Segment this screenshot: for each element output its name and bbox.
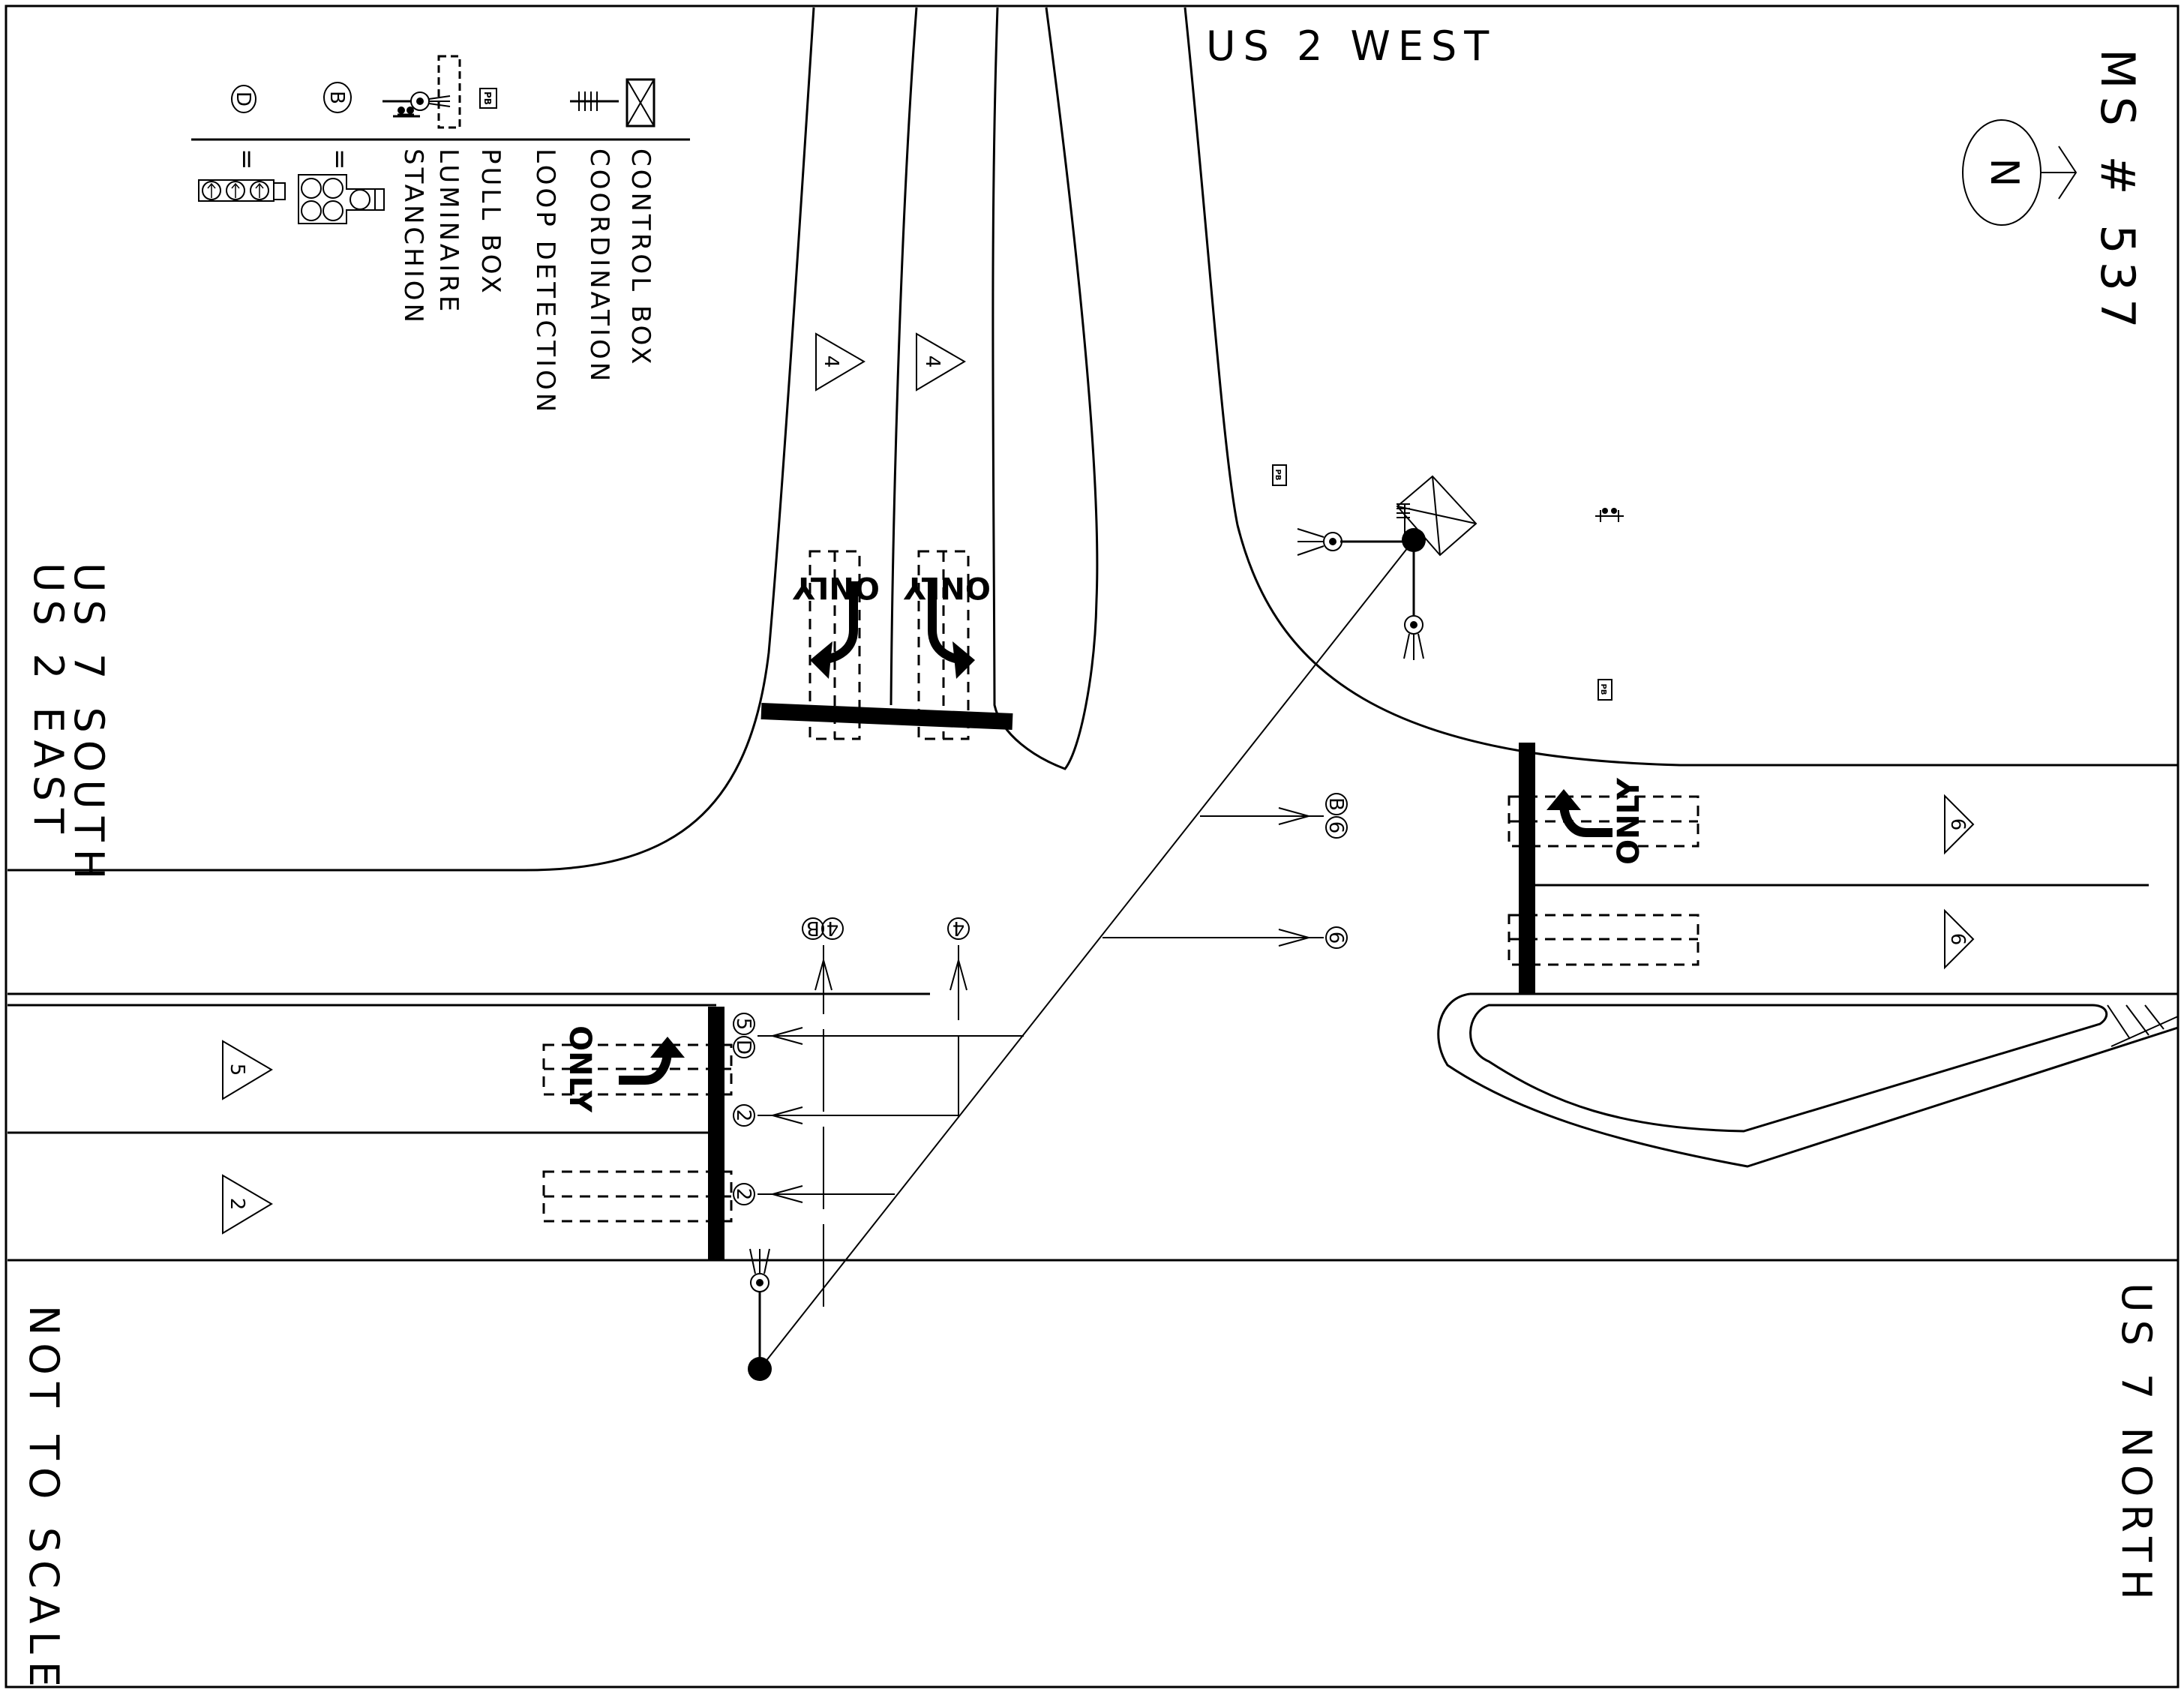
signal-head-label: 2 (732, 1188, 754, 1201)
svg-text:5: 5 (226, 1064, 248, 1076)
legend: PB B D (191, 55, 690, 415)
signal-pole-ne (1402, 528, 1426, 552)
signal-head-d-icon: D (231, 85, 256, 113)
pull-box-icon: PB (479, 88, 497, 109)
svg-text:PB: PB (1274, 470, 1282, 481)
signal-head-label: 6 (1324, 821, 1347, 834)
signal-head-label: D (732, 1040, 754, 1055)
signal-head-label: 4 (826, 917, 839, 939)
svg-text:N: N (1982, 158, 2026, 188)
loop-detection-icon (437, 55, 461, 129)
only-markings: ONLY ONLY ONLY ONLY (562, 570, 1646, 1113)
only-marking-south-right: ONLY (903, 570, 991, 605)
only-marking-south-left: ONLY (792, 570, 880, 605)
legend-label-pull-box: PULL BOX (476, 149, 506, 296)
signal-head-label: B (1324, 797, 1347, 811)
north-arrow-icon: N (1962, 119, 2078, 226)
only-marking-east: ONLY (1612, 777, 1646, 865)
signal-heads-north-facing: 4 B 4 (802, 917, 970, 991)
phase-triangles: 4 4 5 2 6 6 (222, 332, 1975, 1235)
svg-text:6: 6 (1946, 818, 1969, 831)
loop-detectors (542, 550, 1700, 1223)
legend-label-d-equals: = (232, 149, 262, 173)
road-label-us2-east: US 2 EAST (25, 563, 72, 841)
legend-label-loop-detection: LOOP DETECTION (530, 149, 560, 415)
roadway-edges (8, 7, 2179, 1262)
signal-head-label: 2 (732, 1109, 754, 1122)
stanchion-symbol (398, 107, 414, 116)
signal-head-label: 4 (952, 917, 965, 939)
road-label-us7-north: US 7 NORTH (2113, 1283, 2160, 1607)
svg-text:D: D (232, 92, 254, 107)
signal-wires (795, 815, 1294, 1307)
signal-heads-east-facing: B 6 6 (1275, 793, 1348, 949)
svg-text:4: 4 (820, 356, 842, 368)
legend-label-b-equals: = (325, 149, 355, 173)
legend-label-coordination: COORDINATION (584, 149, 614, 384)
only-marking-west: ONLY (562, 1025, 597, 1113)
legend-label-control-box: CONTROL BOX (626, 149, 656, 367)
control-box-icon (626, 78, 656, 128)
legend-label-stanchion: STANCHION (398, 149, 428, 326)
svg-text:PB: PB (1599, 684, 1607, 695)
signal-head-d-graphic (198, 179, 286, 202)
svg-text:B: B (326, 91, 348, 104)
road-label-us7-south: US 7 SOUTH (65, 563, 112, 887)
svg-text:2: 2 (226, 1198, 248, 1211)
signal-head-label: 5 (732, 1018, 754, 1031)
signal-poles: PB PB (748, 464, 1624, 1381)
svg-text:6: 6 (1946, 933, 1969, 946)
legend-label-luminaire: LUMINAIRE (434, 149, 464, 314)
drawing-border (4, 5, 2180, 1688)
not-to-scale-note: NOT TO SCALE (20, 1305, 68, 1693)
signal-head-b-icon: B (323, 82, 352, 113)
signal-head-label: B (806, 917, 820, 939)
signal-head-label: 6 (1324, 932, 1347, 944)
signal-heads-west-facing: 5 D 2 2 (732, 1013, 806, 1205)
pull-box-icon (1598, 679, 1612, 701)
coordination-icon (570, 92, 619, 111)
luminaire-icon (382, 92, 451, 111)
signal-head-b-graphic (298, 174, 385, 224)
pull-box-icon (1272, 464, 1287, 486)
road-label-us2-west: US 2 WEST (1206, 23, 1496, 70)
svg-text:4: 4 (921, 356, 944, 368)
span-wire (759, 539, 1414, 1370)
ms-number-title: MS # 537 (2090, 49, 2145, 336)
stop-bar-south (760, 703, 1013, 730)
svg-text:PB: PB (482, 92, 493, 105)
